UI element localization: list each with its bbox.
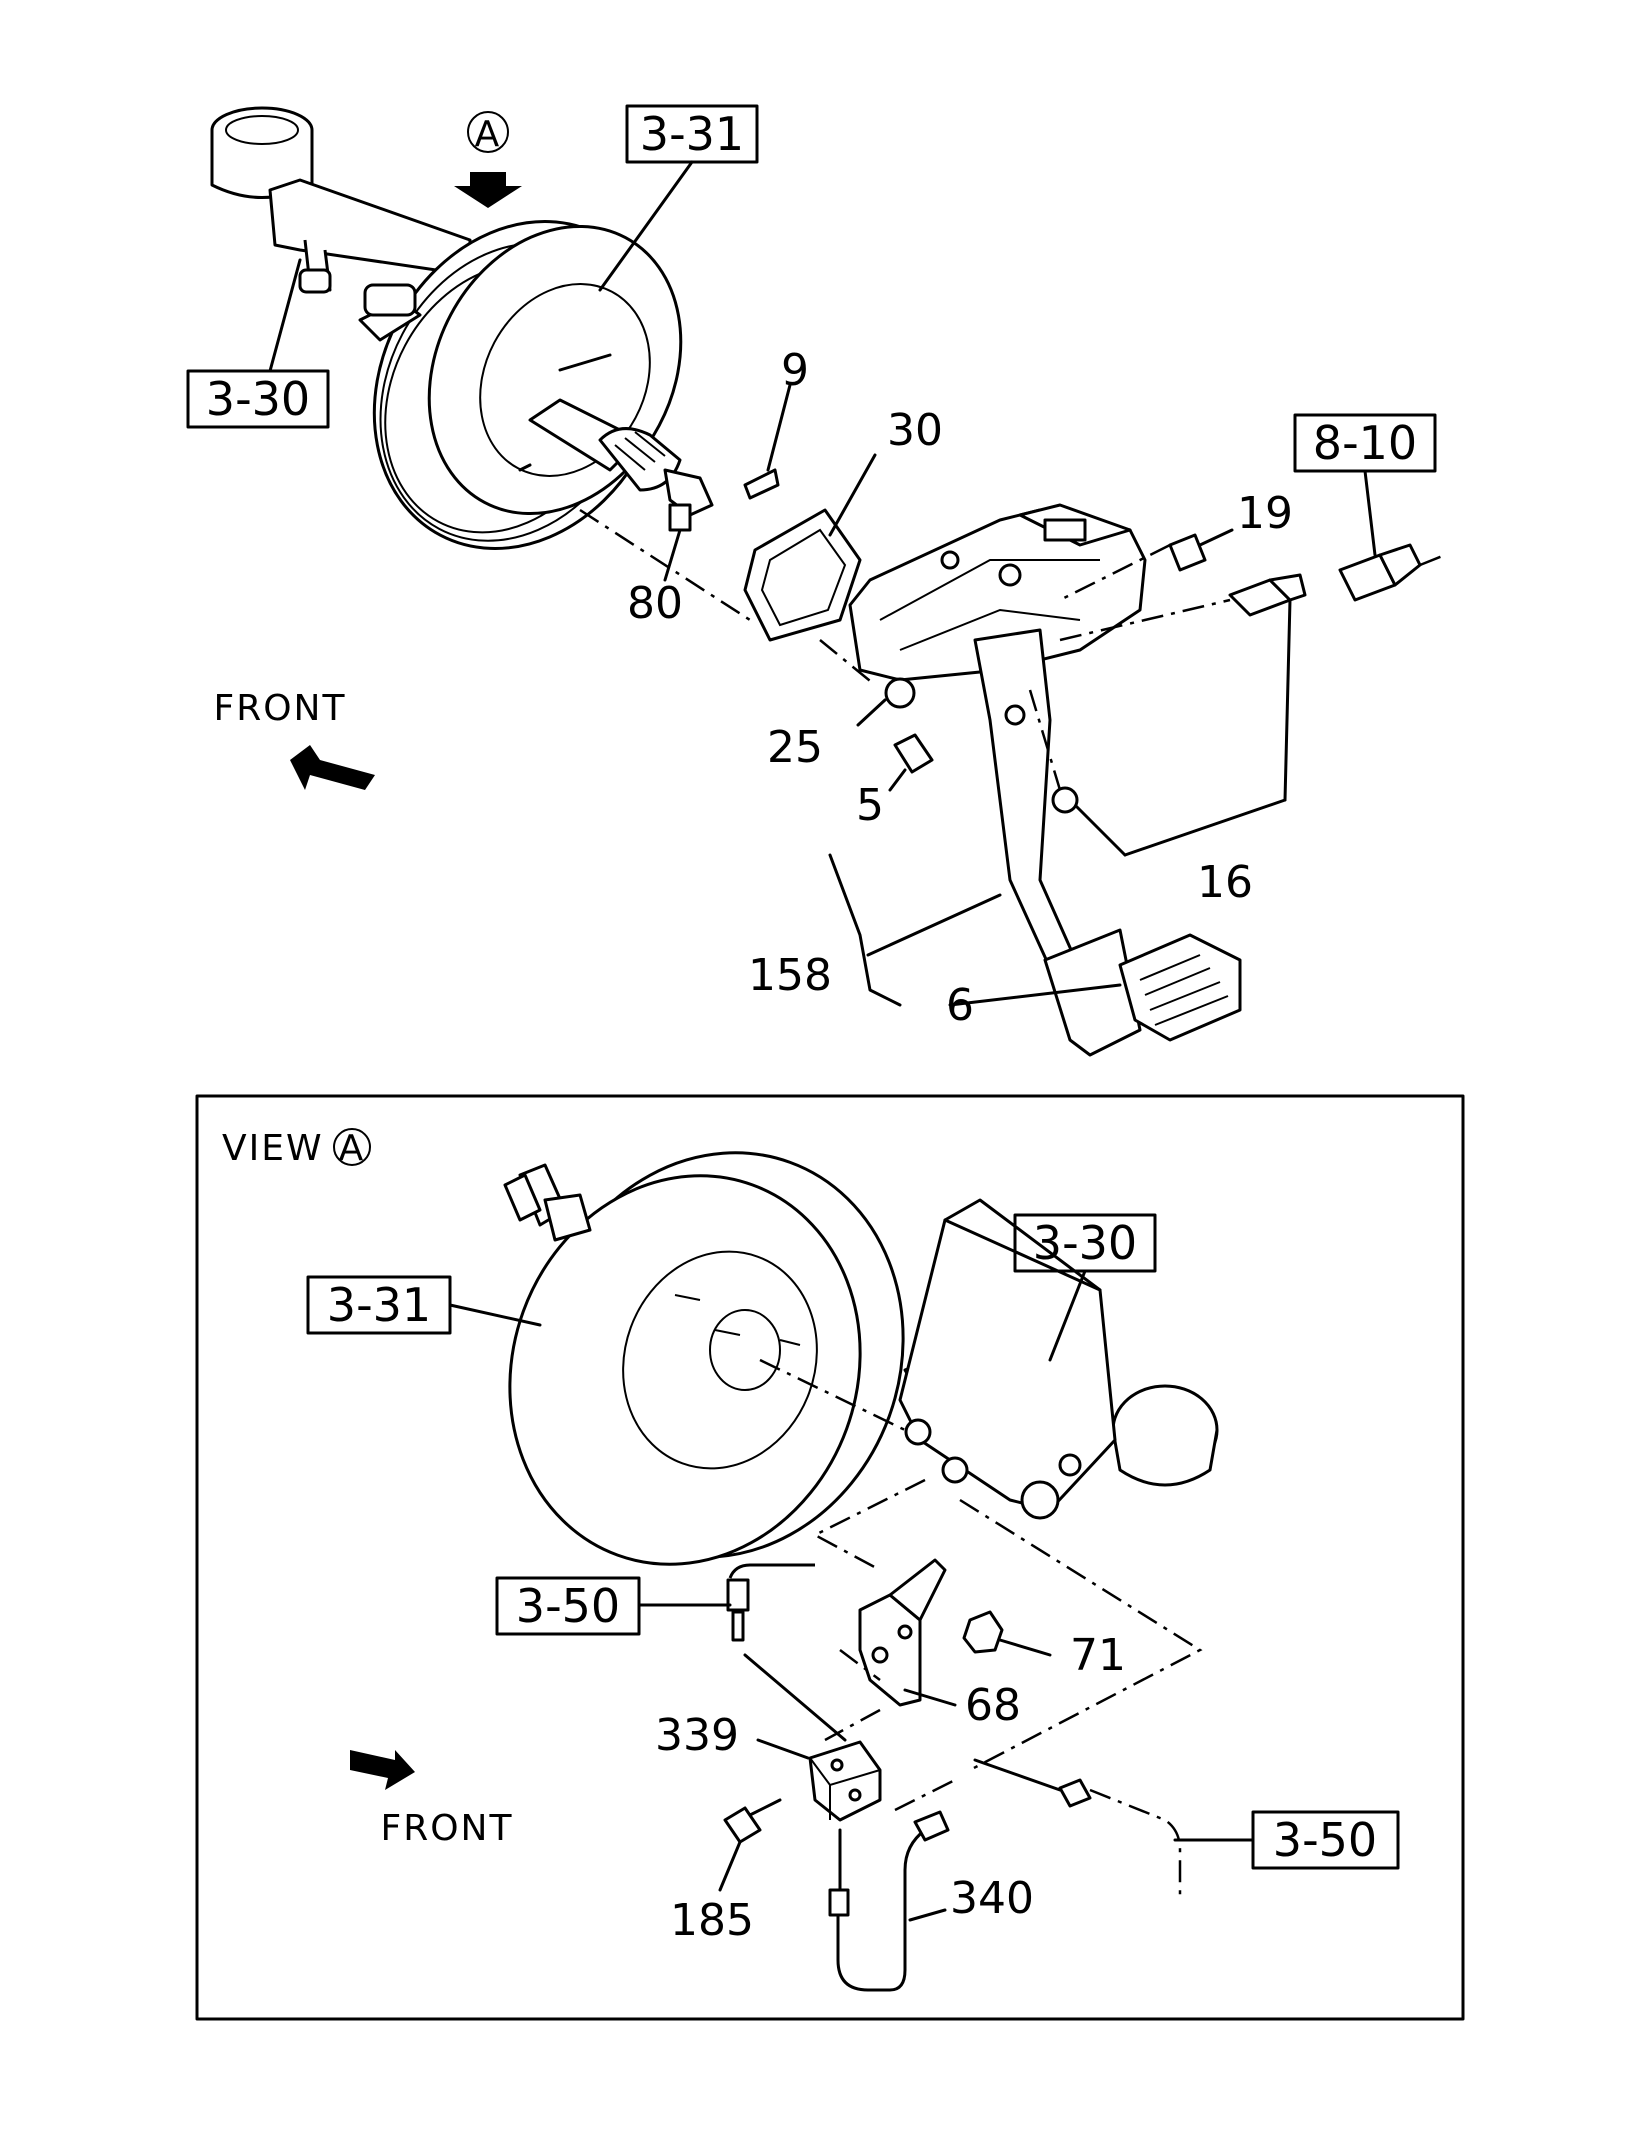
master-cylinder-callout-box bbox=[186, 369, 330, 429]
part-label-25: 25 bbox=[767, 722, 823, 773]
view-arrow-icon bbox=[454, 172, 522, 208]
gasket-part bbox=[743, 453, 877, 642]
front-label-top: FRONT bbox=[214, 688, 347, 729]
detail-pipe-right-callout-box bbox=[1251, 1810, 1400, 1870]
detail-pipe-340 bbox=[828, 1810, 950, 1992]
master-cylinder-reservoir bbox=[210, 106, 472, 294]
front-indicator-top: FRONT bbox=[214, 688, 375, 790]
detail-part-label-71: 71 bbox=[1070, 1630, 1126, 1681]
detail-pipe-right bbox=[973, 1758, 1255, 1900]
detail-brake-booster bbox=[503, 1151, 905, 1566]
detail-part-labels: 71 68 339 185 340 bbox=[655, 1630, 1126, 1946]
detail-junction-block bbox=[743, 1653, 882, 1822]
top-part-labels: 9 30 80 19 25 5 16 158 6 bbox=[627, 345, 1293, 1031]
bushing-5 bbox=[893, 733, 934, 774]
top-exploded-view: A 3-31 3-30 bbox=[186, 104, 1446, 1057]
detail-view-title: VIEW A bbox=[222, 1128, 371, 1169]
pedal-arm bbox=[973, 628, 1242, 1057]
front-label-detail: FRONT bbox=[381, 1808, 514, 1849]
detail-part-label-339: 339 bbox=[655, 1710, 739, 1761]
view-marker-circle bbox=[467, 111, 509, 153]
view-a-arrow: A bbox=[454, 111, 522, 208]
detail-master-cylinder bbox=[898, 1198, 1219, 1520]
top-callouts: 3-31 3-30 8-10 bbox=[186, 104, 1437, 557]
detail-view-panel: VIEW A bbox=[195, 1094, 1465, 2021]
detail-booster-callout-text: 3-31 bbox=[327, 1278, 431, 1332]
view-marker-letter: A bbox=[475, 114, 502, 155]
part-label-19: 19 bbox=[1237, 488, 1293, 539]
detail-view-marker-letter: A bbox=[339, 1128, 366, 1169]
bolt-9 bbox=[743, 383, 792, 500]
detail-nut-71 bbox=[962, 1610, 1052, 1657]
detail-bolt-185 bbox=[718, 1798, 782, 1892]
nut-25 bbox=[884, 677, 916, 709]
bolt-19 bbox=[1168, 528, 1234, 572]
detail-alignment-lines bbox=[759, 1358, 1203, 1812]
part-label-5: 5 bbox=[856, 780, 884, 831]
brake-booster bbox=[358, 220, 714, 550]
detail-part-label-340: 340 bbox=[950, 1873, 1034, 1924]
part-label-80: 80 bbox=[627, 578, 683, 629]
detail-master-cylinder-callout-text: 3-30 bbox=[1033, 1216, 1137, 1270]
detail-callouts: 3-30 3-31 3-50 3-50 bbox=[306, 1213, 1400, 1870]
detail-pipe-left bbox=[638, 1563, 815, 1642]
detail-front-arrow-icon bbox=[350, 1750, 415, 1790]
front-indicator-detail: FRONT bbox=[350, 1750, 514, 1849]
detail-bracket bbox=[858, 1558, 947, 1707]
detail-view-marker-circle bbox=[333, 1128, 371, 1166]
top-alignment-lines bbox=[579, 508, 1231, 791]
detail-pipe-left-callout-box bbox=[495, 1576, 641, 1636]
nut-16 bbox=[1051, 786, 1079, 814]
part-label-6: 6 bbox=[946, 980, 974, 1031]
master-cylinder-callout-text: 3-30 bbox=[206, 372, 310, 426]
part-label-9: 9 bbox=[781, 345, 809, 396]
part-label-158: 158 bbox=[748, 950, 832, 1001]
detail-view-title-text: VIEW bbox=[222, 1128, 324, 1169]
detail-pipe-right-callout-text: 3-50 bbox=[1273, 1813, 1377, 1867]
front-arrow-icon bbox=[290, 745, 375, 790]
booster-callout-text: 3-31 bbox=[640, 107, 744, 161]
detail-pipe-left-callout-text: 3-50 bbox=[516, 1579, 620, 1633]
part-label-30: 30 bbox=[887, 405, 943, 456]
stop-light-switch bbox=[1068, 573, 1307, 857]
detail-part-label-68: 68 bbox=[965, 1680, 1021, 1731]
detail-part-label-185: 185 bbox=[670, 1895, 754, 1946]
small-parts bbox=[828, 677, 1122, 1007]
switch-connector bbox=[1338, 543, 1446, 602]
part-label-16: 16 bbox=[1197, 857, 1253, 908]
switch-connector-callout-text: 8-10 bbox=[1313, 416, 1417, 470]
detail-view-frame bbox=[195, 1094, 1465, 2021]
